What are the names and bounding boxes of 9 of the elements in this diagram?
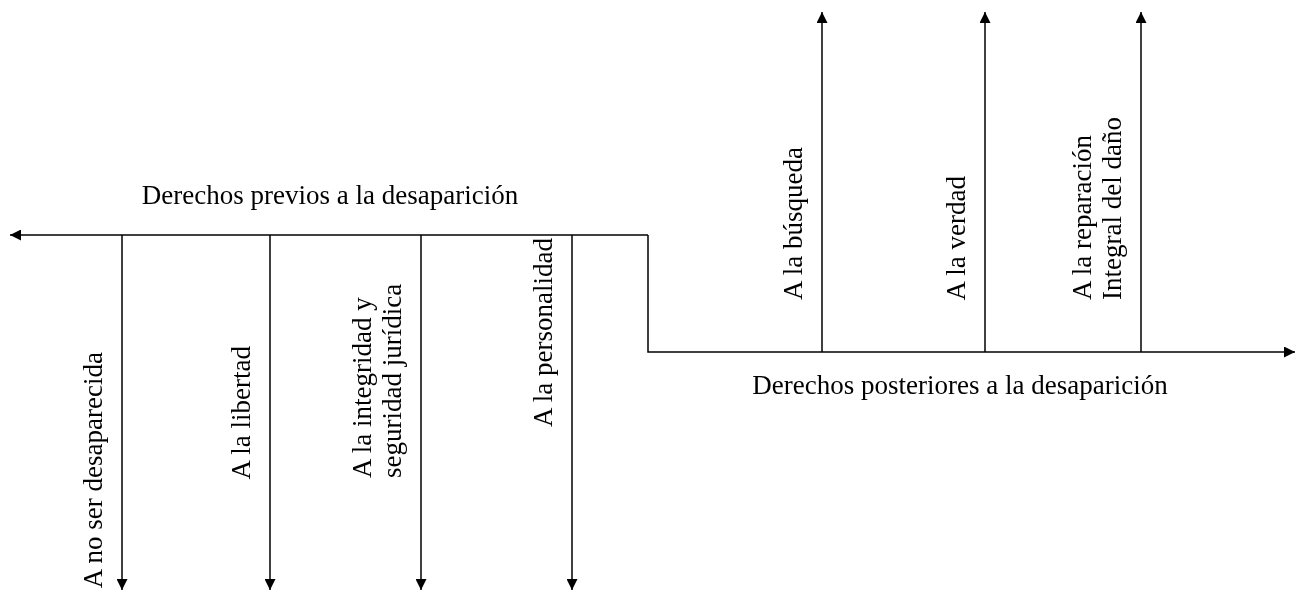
right-label: A la verdad [941, 175, 971, 300]
right-label: A la integridad y seguridad jurídica [347, 282, 407, 478]
right-label: A la búsqueda [778, 147, 808, 300]
right-label: A la personalidad [528, 238, 558, 427]
section-heading: Derechos posteriores a la desaparición [660, 370, 1260, 400]
section-heading: Derechos previos a la desaparición [60, 180, 600, 210]
right-label: A no ser desaparecida [78, 351, 108, 588]
right-label: A la reparación Integral del daño [1067, 116, 1127, 300]
right-label: A la libertad [226, 346, 256, 480]
